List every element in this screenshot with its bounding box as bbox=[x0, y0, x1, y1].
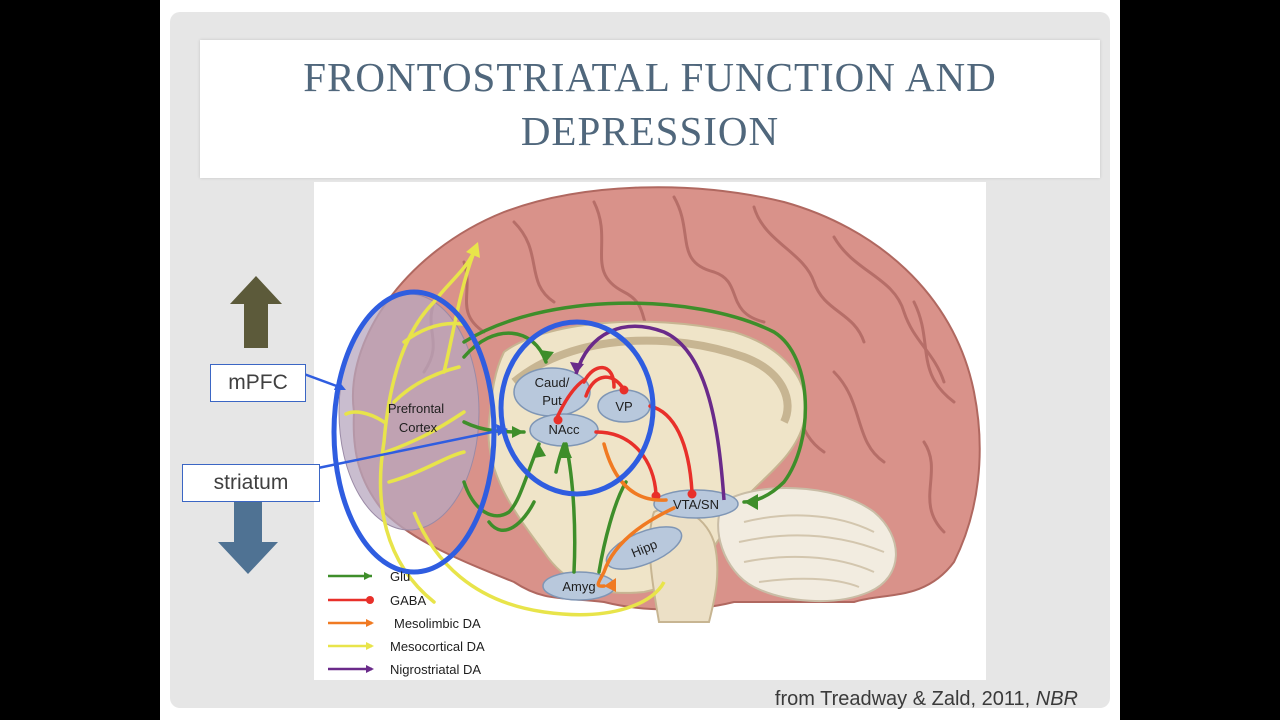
legend-gaba-label: GABA bbox=[390, 593, 426, 608]
legend-glu-label: Glu bbox=[390, 569, 410, 584]
label-prefrontal-1: Prefrontal bbox=[388, 401, 444, 416]
content-panel: FRONTOSTRIATAL FUNCTION AND DEPRESSION bbox=[170, 12, 1110, 708]
glu-arrowheads bbox=[512, 350, 758, 510]
citation-journal: NBR bbox=[1035, 688, 1078, 710]
brain-diagram: Prefrontal Cortex Caud/ Put NAcc VP VTA/… bbox=[314, 182, 986, 680]
title-box: FRONTOSTRIATAL FUNCTION AND DEPRESSION bbox=[200, 40, 1100, 178]
arrow-up-icon bbox=[230, 276, 282, 348]
legend-mesolimbic-label: Mesolimbic DA bbox=[394, 616, 481, 631]
yellow-arrowhead bbox=[466, 242, 480, 258]
page-title: FRONTOSTRIATAL FUNCTION AND DEPRESSION bbox=[200, 50, 1100, 158]
mesocortical-loop bbox=[412, 511, 666, 617]
label-vta-sn: VTA/SN bbox=[673, 497, 719, 512]
label-caud: Caud/ bbox=[535, 375, 570, 390]
legend: Glu GABA Mesolimbic DA bbox=[328, 569, 485, 677]
striatum-highlight-ring bbox=[498, 319, 656, 497]
arrow-down-icon bbox=[218, 494, 278, 574]
nigrostriatal-arrowhead bbox=[570, 362, 584, 374]
corpus-callosum bbox=[511, 336, 792, 424]
nigrostriatal-pathway bbox=[574, 324, 726, 501]
mesolimbic-pathways bbox=[596, 442, 676, 588]
label-amyg: Amyg bbox=[562, 579, 595, 594]
gaba-endpoints bbox=[553, 385, 697, 501]
label-vp: VP bbox=[615, 399, 632, 414]
gaba-pathways bbox=[554, 365, 694, 496]
cerebellum bbox=[717, 487, 897, 603]
legend-glu: Glu bbox=[328, 569, 410, 584]
citation: from Treadway & Zald, 2011, NBR bbox=[775, 688, 1078, 711]
mesolimbic-arrowhead bbox=[604, 578, 616, 592]
label-put: Put bbox=[542, 393, 562, 408]
brain-diagram-svg: Prefrontal Cortex Caud/ Put NAcc VP VTA/… bbox=[328, 186, 981, 677]
legend-mesolimbic: Mesolimbic DA bbox=[328, 616, 481, 631]
legend-mesocortical-label: Mesocortical DA bbox=[390, 639, 485, 654]
title-line-2: DEPRESSION bbox=[520, 108, 780, 154]
legend-nigrostriatal-label: Nigrostriatal DA bbox=[390, 662, 481, 677]
striatum-label: striatum bbox=[182, 464, 320, 502]
mpfc-label: mPFC bbox=[210, 364, 306, 402]
label-nacc: NAcc bbox=[548, 422, 580, 437]
legend-gaba: GABA bbox=[328, 593, 426, 608]
cerebellum-folia bbox=[738, 514, 885, 588]
callout-connectors bbox=[303, 372, 508, 470]
label-prefrontal-2: Cortex bbox=[399, 420, 438, 435]
legend-nigrostriatal: Nigrostriatal DA bbox=[328, 662, 481, 677]
title-line-1: FRONTOSTRIATAL FUNCTION AND bbox=[303, 54, 997, 100]
slide: FRONTOSTRIATAL FUNCTION AND DEPRESSION bbox=[160, 0, 1120, 720]
citation-text: from Treadway & Zald, 2011, bbox=[774, 688, 1036, 710]
vta-sn-region bbox=[653, 489, 739, 519]
mesocortical-branches bbox=[344, 250, 476, 604]
legend-mesocortical: Mesocortical DA bbox=[328, 639, 485, 654]
